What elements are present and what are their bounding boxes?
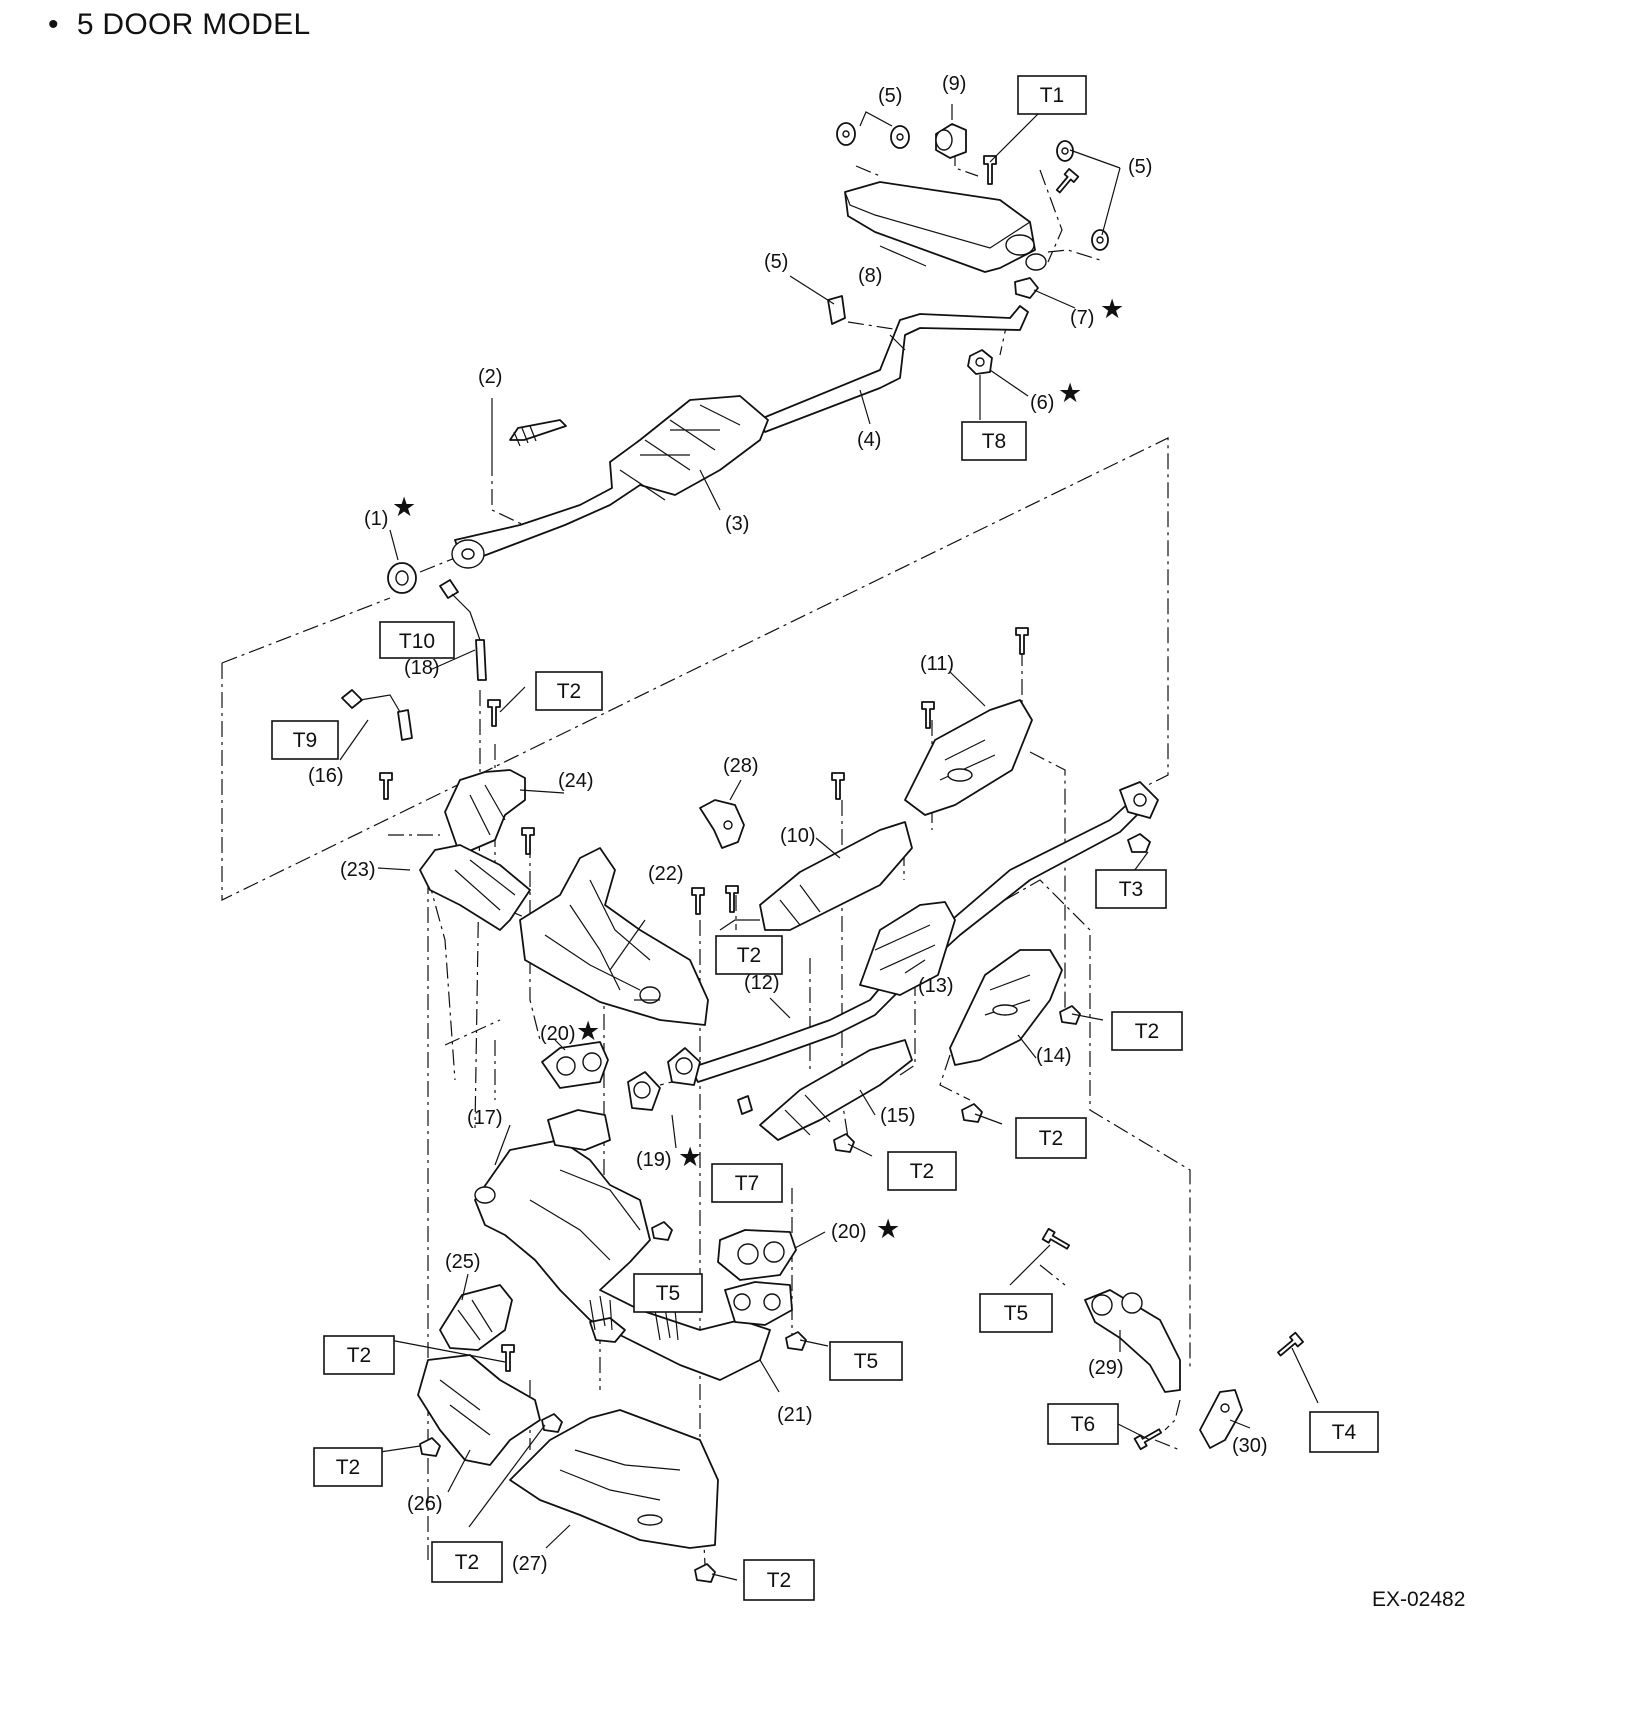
torque-t5: T5 (854, 1350, 879, 1373)
label-part-5b: (5) (1128, 156, 1152, 178)
label-part-4: (4) (857, 429, 881, 451)
front-catalytic-converter-24 (444, 769, 526, 856)
label-part-24: (24) (558, 770, 594, 792)
rear-catalytic-converter-11 (904, 699, 1033, 816)
label-part-1: (1) (364, 508, 388, 530)
spring-bolt-2 (509, 419, 567, 447)
heat-shield-25 (439, 1284, 513, 1351)
label-part-14: (14) (1036, 1045, 1072, 1067)
label-part-8: (8) (858, 265, 882, 287)
rear-pipe-4 (757, 305, 1029, 433)
label-part-19: (19) (636, 1149, 672, 1171)
label-part-9: (9) (942, 73, 966, 95)
torque-t2: T2 (557, 680, 582, 703)
front-oxygen-sensor-16 (341, 689, 413, 741)
bracket-30 (1199, 1389, 1243, 1449)
part-number-labels: (1) (2) (3) (4) (5) (5) (5) (6) (7) (8) … (308, 73, 1268, 1575)
muffler-hanger-rubber-9 (935, 123, 967, 159)
clamp-28 (699, 799, 745, 849)
torque-t5: T5 (1004, 1302, 1029, 1325)
upper-cover-10 (759, 821, 913, 931)
gasket-19 (627, 1047, 701, 1111)
torque-t5: T5 (656, 1282, 681, 1305)
label-part-20b: (20) (831, 1221, 867, 1243)
torque-t2: T2 (767, 1569, 792, 1592)
leader-lines (339, 104, 1319, 1581)
rear-oxygen-sensor-18 (439, 579, 487, 681)
torque-t9: T9 (293, 729, 318, 752)
label-part-21: (21) (777, 1404, 813, 1426)
torque-t6: T6 (1071, 1413, 1096, 1436)
label-part-22: (22) (648, 863, 684, 885)
torque-t3: T3 (1119, 878, 1144, 901)
torque-t2: T2 (1039, 1127, 1064, 1150)
label-part-17: (17) (467, 1107, 503, 1129)
exhaust-manifold-17-and-21 (474, 1109, 793, 1381)
fasteners (379, 155, 1304, 1583)
label-part-15: (15) (880, 1105, 916, 1127)
cushion-rubbers-5 (827, 122, 1109, 325)
replacement-stars: ★ ★ ★ ★ ★ ★ (392, 294, 1124, 1245)
label-part-26: (26) (407, 1493, 443, 1515)
label-part-29: (29) (1088, 1357, 1124, 1379)
catalytic-converter-13 (859, 901, 956, 996)
torque-t2: T2 (347, 1344, 372, 1367)
muffler (844, 181, 1047, 273)
label-part-2: (2) (478, 366, 502, 388)
gaskets-20 (541, 1041, 797, 1281)
label-part-10: (10) (780, 825, 816, 847)
lower-cover-26 (417, 1354, 541, 1466)
bracket-29 (1084, 1289, 1181, 1393)
label-part-5a: (5) (878, 85, 902, 107)
heat-shield-23 (419, 844, 531, 931)
torque-t2: T2 (455, 1551, 480, 1574)
label-part-6: (6) (1030, 392, 1054, 414)
label-part-20a: (20) (540, 1023, 576, 1045)
torque-t1: T1 (1040, 84, 1065, 107)
lower-cover-15 (759, 1039, 913, 1141)
star-icon: ★ (1058, 378, 1082, 409)
star-icon: ★ (678, 1142, 702, 1173)
label-part-28: (28) (723, 755, 759, 777)
torque-t2: T2 (910, 1160, 935, 1183)
exhaust-manifold-cover-22 (519, 847, 709, 1026)
title-text: 5 DOOR MODEL (76, 8, 311, 41)
lower-cover-27 (509, 1409, 719, 1549)
label-part-3: (3) (725, 513, 749, 535)
star-icon: ★ (1100, 294, 1124, 325)
torque-labels: T1 T8 T10 T2 T9 T3 T2 T2 T2 T2 T7 T5 T5 … (271, 75, 1379, 1601)
lower-cover-14 (949, 949, 1063, 1066)
gasket-7 (1014, 277, 1039, 299)
star-icon: ★ (876, 1214, 900, 1245)
figure-code: EX-02482 (1372, 1588, 1466, 1611)
label-part-30: (30) (1232, 1435, 1268, 1457)
label-part-11: (11) (920, 653, 954, 675)
label-part-7: (7) (1070, 307, 1094, 329)
label-part-13: (13) (918, 975, 954, 997)
torque-t2: T2 (1135, 1020, 1160, 1043)
label-part-18: (18) (404, 657, 440, 679)
label-part-12: (12) (744, 972, 780, 994)
star-icon: ★ (392, 492, 416, 523)
torque-t4: T4 (1332, 1421, 1357, 1444)
label-part-25: (25) (445, 1251, 481, 1273)
torque-t2: T2 (336, 1456, 361, 1479)
torque-t2: T2 (737, 944, 762, 967)
title-bullet: • (48, 8, 59, 41)
self-locking-nut-6 (967, 349, 993, 375)
torque-t10: T10 (399, 630, 435, 653)
gasket-1 (387, 562, 417, 594)
label-part-27: (27) (512, 1553, 548, 1575)
torque-t8: T8 (982, 430, 1007, 453)
diagram-title: • 5 DOOR MODEL (48, 8, 310, 42)
label-part-16: (16) (308, 765, 344, 787)
star-icon: ★ (576, 1016, 600, 1047)
torque-t7: T7 (735, 1172, 760, 1195)
label-part-23: (23) (340, 859, 376, 881)
label-part-5c: (5) (764, 251, 788, 273)
front-exhaust-pipe-12 (689, 781, 1159, 1083)
center-exhaust-pipe-3 (451, 395, 769, 569)
